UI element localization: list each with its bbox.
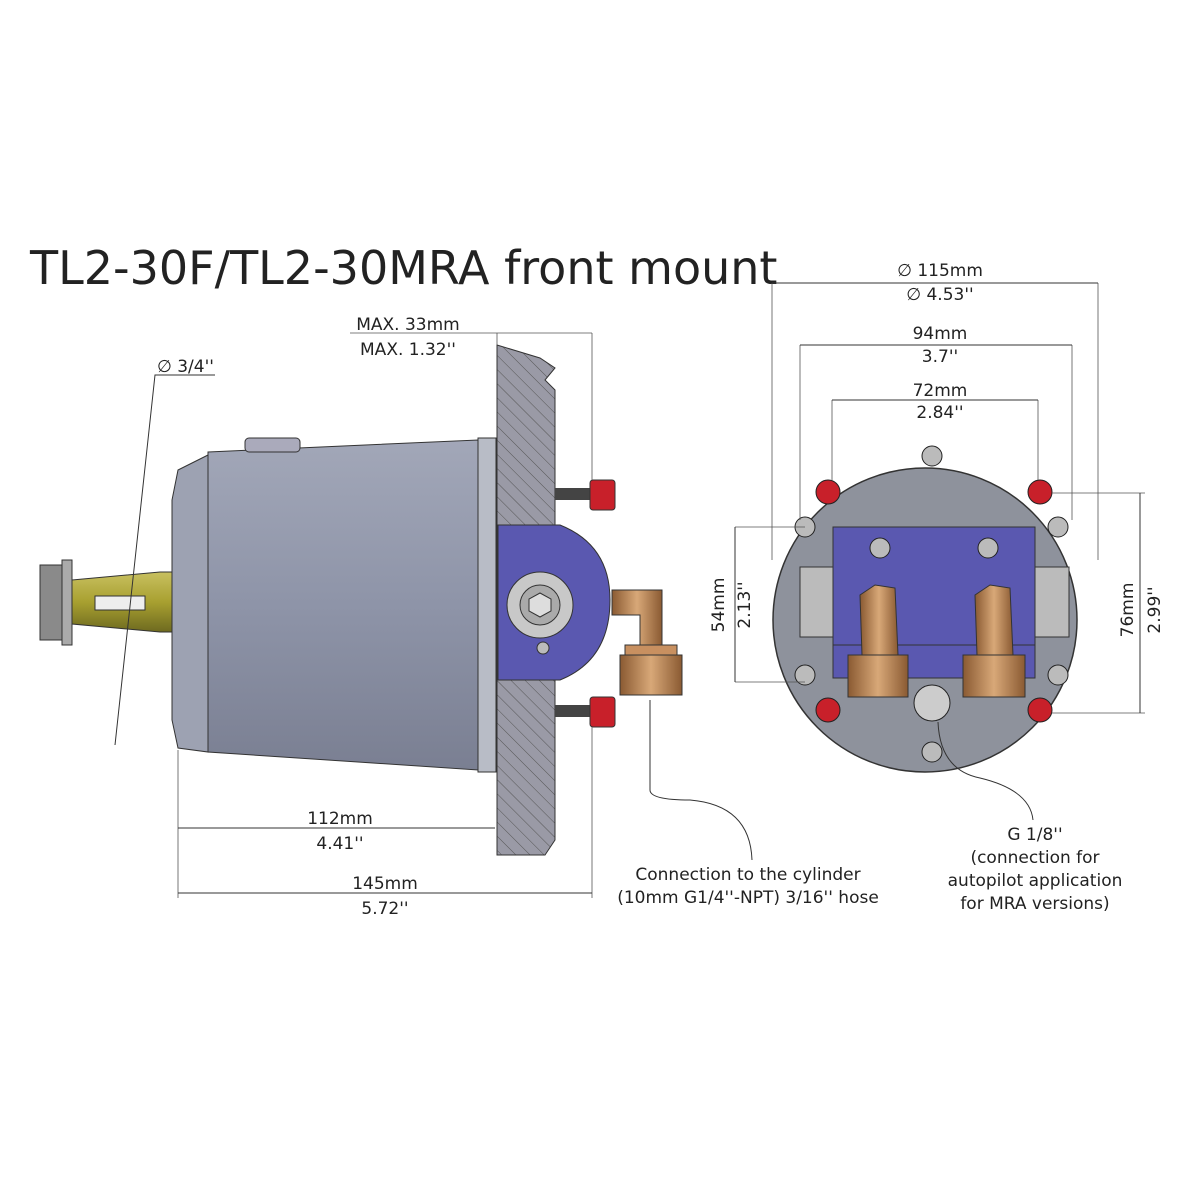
length-145-in: 5.72'' [361, 899, 408, 919]
red-nut-top [589, 479, 616, 511]
shaft-washer [61, 559, 73, 646]
width-72-in: 2.84'' [916, 403, 963, 423]
front-dimensions: ∅ 115mm ∅ 4.53'' 94mm 3.7'' 72mm 2.84'' … [709, 261, 1165, 914]
port-label-line1: G 1/8'' [1007, 825, 1062, 845]
red-nut-bottom [589, 696, 616, 728]
length-145-mm: 145mm [352, 874, 418, 894]
height-54-in: 2.13'' [735, 581, 755, 628]
height-76-mm: 76mm [1118, 583, 1138, 638]
elbow-fitting [611, 589, 663, 651]
body-rear-cap [171, 454, 209, 753]
hex-socket-icon [528, 592, 552, 618]
mounting-flange [477, 437, 497, 773]
max-in-label: MAX. 1.32'' [360, 340, 456, 360]
port-label-line2: (connection for [970, 848, 1099, 868]
length-112-in: 4.41'' [316, 834, 363, 854]
height-54-mm: 54mm [709, 578, 729, 633]
mounting-stud-top [555, 488, 591, 500]
port-label-line3: autopilot application [948, 871, 1123, 891]
drawing-title: TL2-30F/TL2-30MRA front mount [29, 241, 777, 295]
side-dimensions: ∅ 3/4'' MAX. 33mm MAX. 1.32'' 112mm 4.41… [114, 315, 879, 919]
front-view [772, 445, 1078, 773]
width-72-mm: 72mm [913, 381, 968, 401]
shaft-diameter-label: ∅ 3/4'' [157, 357, 214, 377]
width-94-mm: 94mm [913, 324, 968, 344]
diameter-in: ∅ 4.53'' [906, 285, 973, 305]
height-76-in: 2.99'' [1145, 586, 1165, 633]
hose-nut [619, 654, 683, 696]
length-112-mm: 112mm [307, 809, 373, 829]
autopilot-port [913, 684, 951, 722]
connection-label-line1: Connection to the cylinder [635, 865, 860, 885]
brass-fitting-right [974, 584, 1014, 656]
helm-pump-body [207, 439, 479, 771]
small-bolts [794, 445, 1069, 763]
width-94-in: 3.7'' [922, 347, 958, 367]
shaft-key [94, 595, 146, 611]
mounting-stud-bottom [555, 705, 591, 717]
brass-fitting-left [859, 584, 899, 656]
max-mm-label: MAX. 33mm [356, 315, 460, 335]
port-label-line4: for MRA versions) [960, 894, 1109, 914]
diameter-mm: ∅ 115mm [897, 261, 983, 281]
red-bolts [815, 479, 1053, 723]
connection-label-line2: (10mm G1/4''-NPT) 3/16'' hose [617, 888, 879, 908]
side-view [39, 344, 683, 856]
filler-cap [244, 437, 301, 453]
